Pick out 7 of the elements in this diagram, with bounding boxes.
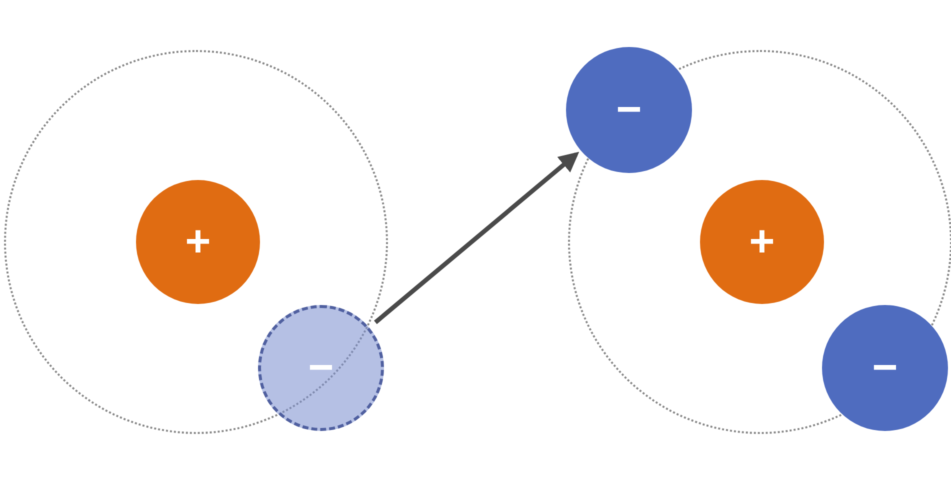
charge-sign: + bbox=[185, 220, 211, 264]
charge-sign: − bbox=[872, 346, 898, 390]
arrow bbox=[374, 152, 580, 324]
charge-sign: − bbox=[616, 88, 642, 132]
orbit-circle bbox=[4, 50, 388, 434]
charge-sign: − bbox=[308, 346, 334, 390]
charge-sign: + bbox=[749, 220, 775, 264]
